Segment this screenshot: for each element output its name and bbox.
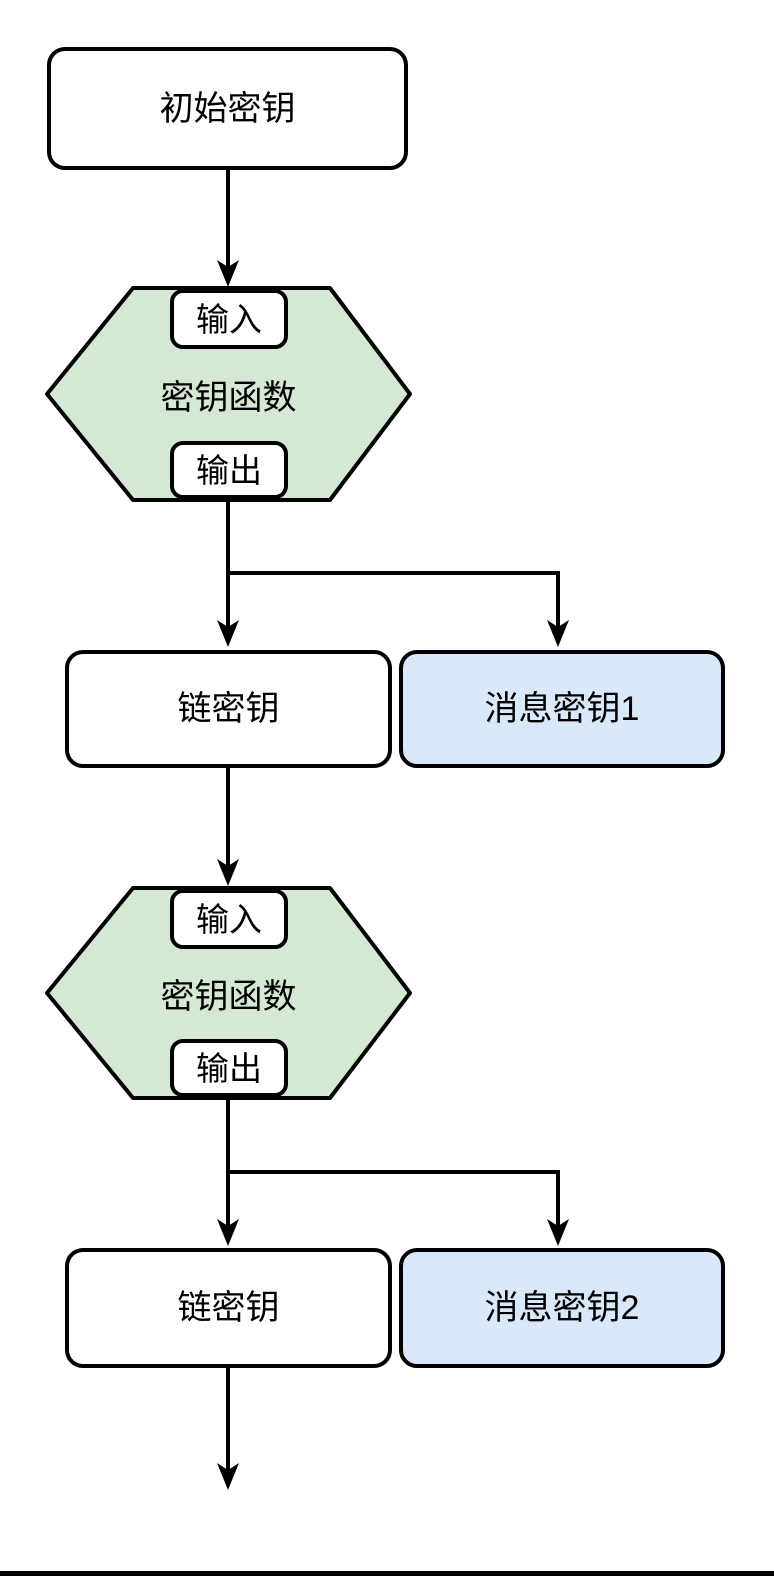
kdf2-input-port: 输入	[170, 889, 288, 949]
connector-initialkey-to-kdf1	[217, 170, 239, 287]
connector-kdf1-to-chainkey1	[217, 500, 239, 647]
connector-kdf1-to-messagekey1	[228, 571, 569, 647]
kdf1-output-label: 输出	[196, 451, 262, 489]
kdf1-output-port: 输出	[170, 441, 288, 499]
chain-key-1-node: 链密钥	[65, 650, 392, 768]
message-key-2-label: 消息密钥2	[484, 1289, 640, 1327]
arrowhead-icon	[217, 1219, 239, 1246]
arrowhead-icon	[217, 620, 239, 647]
kdf2-output-label: 输出	[196, 1049, 262, 1087]
kdf2-hexagon	[45, 886, 412, 1100]
kdf2-output-port: 输出	[170, 1039, 288, 1097]
arrowhead-icon	[547, 620, 569, 647]
connector-chainkey2-continuation	[217, 1368, 239, 1490]
kdf2-input-label: 输入	[196, 900, 262, 938]
arrowhead-icon	[547, 1219, 569, 1246]
initial-key-node: 初始密钥	[47, 47, 408, 170]
connector-kdf2-to-chainkey2	[217, 1098, 239, 1246]
kdf1-input-port: 输入	[170, 289, 288, 349]
connector-chainkey1-to-kdf2	[217, 768, 239, 886]
arrowhead-icon	[217, 1463, 239, 1490]
message-key-1-label: 消息密钥1	[484, 690, 640, 728]
kdf1-hexagon	[45, 286, 412, 502]
kdf1-input-label: 输入	[196, 300, 262, 338]
chain-key-2-node: 链密钥	[65, 1248, 392, 1368]
connector-kdf2-to-messagekey2	[228, 1170, 569, 1246]
arrowhead-icon	[217, 859, 239, 886]
chain-key-1-label: 链密钥	[177, 690, 280, 728]
message-key-1-node: 消息密钥1	[399, 650, 725, 768]
chain-key-2-label: 链密钥	[177, 1289, 280, 1327]
arrowhead-icon	[217, 260, 239, 287]
message-key-2-node: 消息密钥2	[399, 1248, 725, 1368]
initial-key-label: 初始密钥	[159, 89, 296, 128]
bottom-edge-divider	[0, 1571, 774, 1576]
